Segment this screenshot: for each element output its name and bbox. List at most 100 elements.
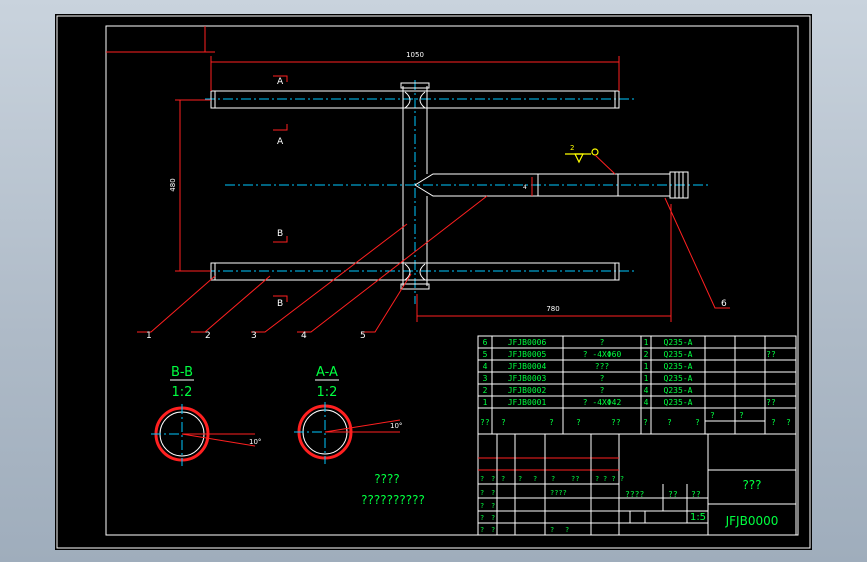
view-aa-angle: 10°: [390, 422, 402, 430]
note-body: ??????????: [361, 493, 425, 507]
bom-header-11: ?: [786, 418, 791, 427]
bom-cell-code: JFJB0001: [508, 398, 547, 407]
bom-header-row: ?? ? ? ? ?? ? ? ? ? ? ? ?: [480, 411, 791, 427]
bom-cell-no: 5: [483, 350, 488, 359]
svg-text:?: ?: [501, 475, 505, 483]
shaft-sleeve: [537, 173, 619, 197]
bom-table-grid: [477, 335, 797, 435]
bom-cell-qty: 2: [644, 350, 649, 359]
svg-text:?: ?: [491, 489, 495, 497]
bom-cell-no: 1: [483, 398, 488, 407]
drawing-border: [105, 25, 799, 536]
dim-small-text: 4: [523, 184, 527, 191]
bom-header-5: ?: [643, 418, 648, 427]
svg-text:A: A: [277, 137, 284, 147]
view-aa-scale: 1:2: [317, 385, 338, 400]
bottom-cap-plate: [400, 283, 430, 290]
view-bb-title: B-B: [171, 365, 193, 380]
weight-label: ????: [625, 490, 644, 499]
svg-text:?: ?: [518, 475, 522, 483]
bom-cell-name: ?: [600, 374, 605, 383]
shaft-upper: [414, 173, 538, 186]
svg-text:B: B: [277, 299, 283, 309]
section-mark-a-bottom: A: [273, 124, 288, 147]
bom-header-7: ?: [695, 418, 700, 427]
scale-value: 1:5: [690, 512, 706, 523]
svg-text:?: ?: [491, 475, 495, 483]
leader-label-3: 3: [251, 331, 257, 341]
svg-text:?: ?: [491, 526, 495, 534]
dim-shaft: 780: [416, 204, 672, 322]
bom-cell-material: Q235-A: [664, 362, 693, 371]
leader-lines: [137, 195, 730, 333]
sign-row-1: ? ? ????: [480, 489, 567, 497]
cad-drawing: 1050 480 780 4 A A B B 2: [56, 15, 811, 549]
bom-cell-no: 3: [483, 374, 488, 383]
section-mark-b-top: B: [273, 229, 288, 243]
bom-header-9: ?: [739, 411, 744, 420]
svg-text:????: ????: [550, 489, 567, 497]
drawing-number: JFJB0000: [725, 514, 779, 528]
svg-text:B: B: [277, 229, 283, 239]
bom-cell-code: JFJB0005: [508, 350, 547, 359]
bom-cell-name: ? -4XΦ42: [583, 398, 622, 407]
shaft-lower: [414, 184, 538, 197]
svg-text:?: ?: [550, 526, 554, 534]
leader-label-1: 1: [146, 331, 152, 341]
bom-cell-code: JFJB0006: [508, 338, 547, 347]
title-block-grid: [477, 433, 797, 536]
bom-cell-note: ??: [766, 350, 776, 359]
svg-text:?: ?: [480, 502, 484, 510]
leader-label-4: 4: [301, 331, 307, 341]
bom-cell-qty: 4: [644, 386, 649, 395]
title-label-1: ??: [668, 490, 678, 499]
svg-text:?: ?: [480, 489, 484, 497]
top-joint: [404, 91, 426, 109]
view-bb-scale: 1:2: [172, 385, 193, 400]
bom-header-2: ?: [549, 418, 554, 427]
leader-label-5: 5: [360, 331, 366, 341]
svg-text:?: ?: [533, 475, 537, 483]
bom-header-8: ?: [710, 411, 715, 420]
section-mark-b-bottom: B: [273, 295, 288, 309]
svg-text:?: ?: [491, 502, 495, 510]
svg-text:?: ?: [491, 514, 495, 522]
view-aa-title: A-A: [316, 365, 338, 380]
thread-end: [669, 171, 689, 199]
bom-cell-code: JFJB0002: [508, 386, 547, 395]
dim-top-width-text: 1050: [406, 51, 424, 59]
bom-cell-material: Q235-A: [664, 398, 693, 407]
bom-cell-material: Q235-A: [664, 386, 693, 395]
bom-cell-qty: 4: [644, 398, 649, 407]
bom-cell-qty: 1: [644, 374, 649, 383]
bottom-joint: [404, 263, 426, 281]
drawing-frame: 1050 480 780 4 A A B B 2: [55, 14, 812, 550]
bom-header-10: ?: [771, 418, 776, 427]
dim-shaft-text: 780: [546, 305, 559, 313]
bom-cell-qty: 1: [644, 338, 649, 347]
bom-header-0: ??: [480, 418, 490, 427]
corner-box: [106, 26, 206, 53]
bom-header-4: ??: [611, 418, 621, 427]
svg-text:2: 2: [570, 144, 574, 152]
leader-label-2: 2: [205, 331, 211, 341]
title-bottom-row: ? ? ? ?: [480, 526, 569, 534]
section-mark-a-top: A: [273, 75, 288, 87]
leader-label-6: 6: [721, 299, 727, 309]
svg-text:?: ?: [480, 475, 484, 483]
bom-cell-note: ??: [766, 398, 776, 407]
bom-header-3: ?: [576, 418, 581, 427]
section-view-aa: A-A 1:2 10°: [294, 365, 402, 464]
weld-symbol: 2: [565, 144, 616, 175]
sign-row-3: ? ?: [480, 514, 495, 522]
bom-cell-material: Q235-A: [664, 350, 693, 359]
sheet-border: [56, 15, 811, 549]
section-view-bb: B-B 1:2 10°: [151, 365, 261, 466]
svg-text:?: ?: [551, 475, 555, 483]
bom-cell-name: ?: [600, 338, 605, 347]
sign-row-0: ? ? ? ? ? ? ?? ? ? ? ?: [480, 475, 624, 483]
bom-cell-no: 6: [483, 338, 488, 347]
title-label-2: ??: [691, 490, 701, 499]
bom-cell-no: 2: [483, 386, 488, 395]
bom-cell-material: Q235-A: [664, 338, 693, 347]
